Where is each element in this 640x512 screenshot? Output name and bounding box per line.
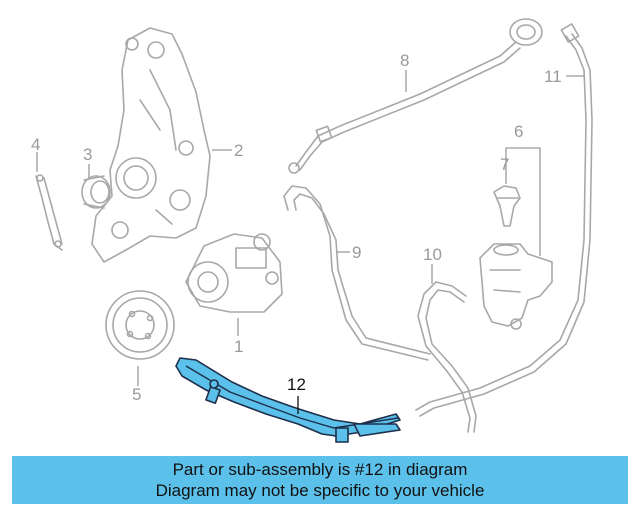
part-2-bracket — [91, 27, 211, 263]
callout-8: 8 — [400, 51, 409, 70]
part-4-strap — [35, 174, 63, 251]
callout-7: 7 — [500, 155, 509, 174]
callout-6: 6 — [514, 122, 523, 141]
part-5-pulley — [105, 290, 175, 360]
callout-12: 12 — [287, 375, 306, 394]
leader-lines — [36, 70, 584, 414]
part-10-hose — [417, 281, 477, 433]
part-7-cap — [493, 185, 521, 227]
banner-line-1: Part or sub-assembly is #12 in diagram — [172, 460, 468, 479]
part-9-hose — [283, 185, 431, 361]
callout-1: 1 — [234, 337, 243, 356]
part-1-pump — [185, 233, 283, 313]
info-banner: Part or sub-assembly is #12 in diagram D… — [12, 456, 628, 504]
callout-9: 9 — [352, 243, 361, 262]
callout-3: 3 — [83, 145, 92, 164]
callout-5: 5 — [132, 385, 141, 404]
part-3-bushing — [81, 175, 111, 209]
callout-2: 2 — [234, 141, 243, 160]
callout-11: 11 — [544, 67, 562, 86]
part-6-reservoir — [479, 243, 553, 330]
part-11-line — [415, 23, 593, 417]
banner-line-2: Diagram may not be specific to your vehi… — [155, 481, 485, 500]
callout-10: 10 — [423, 245, 442, 264]
part-8-hose — [288, 18, 543, 174]
callout-4: 4 — [31, 135, 40, 154]
part-12-highlight — [175, 357, 401, 443]
